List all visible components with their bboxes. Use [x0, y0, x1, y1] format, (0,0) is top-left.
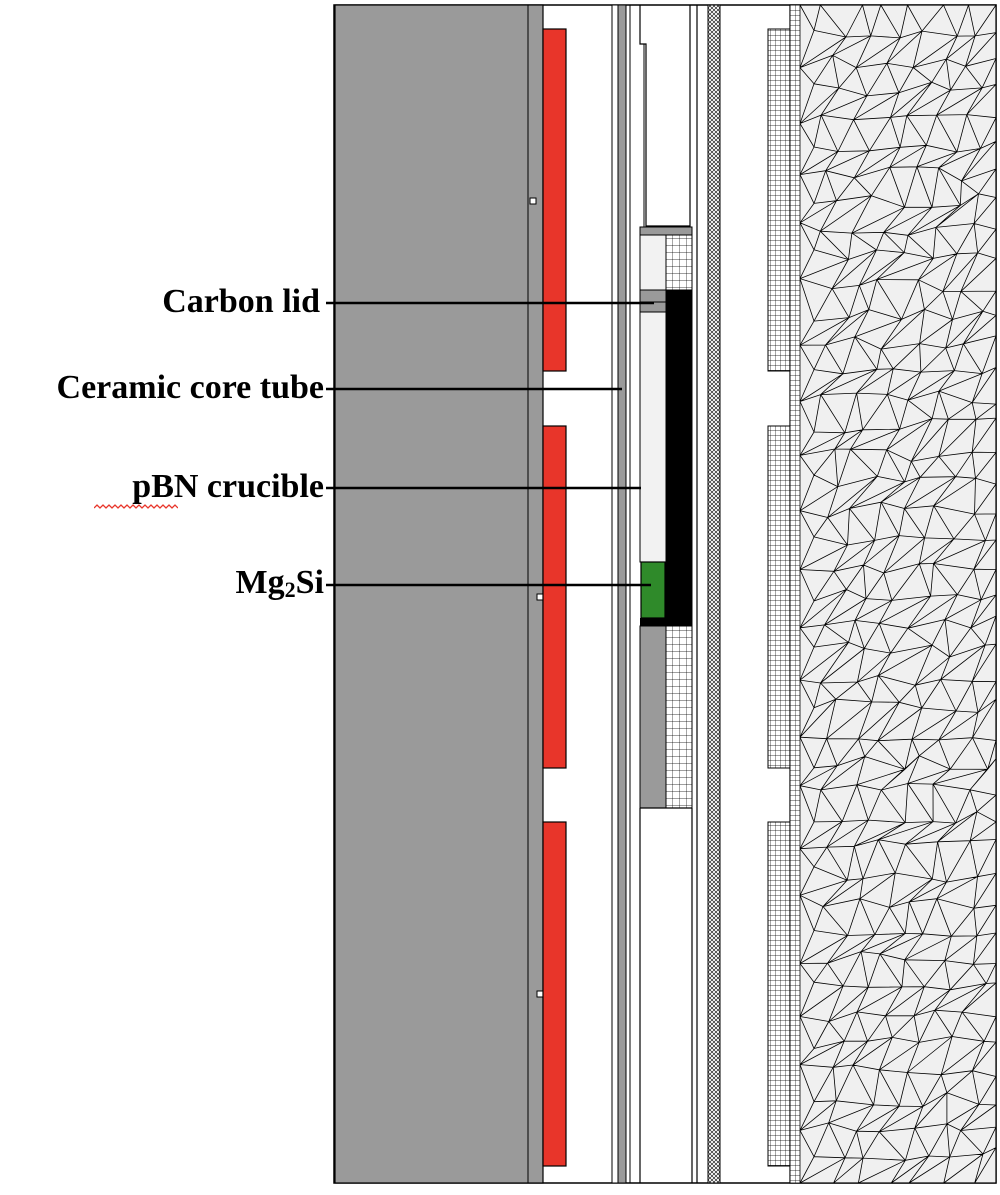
coil-mesh-bottom — [767, 821, 791, 1167]
thermocouple-marker-1 — [529, 197, 537, 205]
heater-element-top — [542, 28, 567, 372]
label-ceramic-core-tube: Ceramic core tube — [56, 369, 324, 406]
label-pbn-crucible: pBN crucible — [132, 468, 324, 505]
heater-element-bottom — [542, 821, 567, 1167]
triangular-mesh — [799, 4, 997, 1184]
label-mg2si: Mg2Si — [236, 566, 324, 601]
insulation-block — [334, 4, 544, 1184]
mesh-dense-boundary — [789, 4, 801, 1184]
pedestal-mesh — [665, 625, 693, 809]
heater-element-middle — [542, 425, 567, 769]
mesh-edges — [799, 4, 997, 1184]
outer-mesh-region — [789, 4, 997, 1184]
coil-mesh-middle — [767, 425, 791, 769]
label-carbon-lid: Carbon lid — [162, 283, 320, 320]
spellcheck-underline — [94, 504, 178, 509]
label-mg2si-main: Mg — [235, 564, 285, 601]
upper-support-tube — [639, 5, 691, 227]
ceramic-core-tube-outer — [611, 4, 619, 1184]
crucible-bottom — [640, 618, 666, 626]
pedestal — [639, 625, 667, 809]
carbon-lid — [639, 289, 667, 313]
ceramic-core-tube — [617, 4, 627, 1184]
thermocouple-marker-2 — [536, 593, 544, 601]
label-mg2si-tail: Si — [295, 564, 324, 601]
cap-ring — [639, 226, 693, 236]
thermocouple-marker-3 — [536, 990, 544, 998]
pbn-crucible-interior — [639, 311, 667, 563]
crucible-upper-void — [639, 234, 667, 291]
outer-tube-hatched — [707, 4, 721, 1184]
mg2si-sample — [640, 561, 666, 619]
coil-mesh-top — [767, 28, 791, 372]
label-mg2si-subscript: 2 — [284, 577, 296, 602]
carbon-susceptor — [665, 289, 693, 627]
upper-mesh-block — [665, 234, 693, 291]
